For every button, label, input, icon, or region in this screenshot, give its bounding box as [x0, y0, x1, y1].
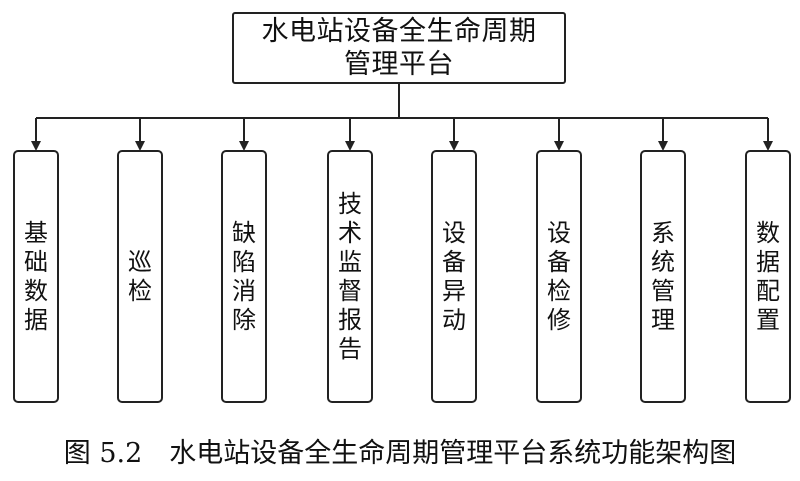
- module-equipment-change: 设备异动: [431, 150, 477, 403]
- module-label-equipment-change: 设备异动: [442, 218, 466, 334]
- module-label-basic-data: 基础数据: [24, 218, 48, 334]
- module-technical-supervision-report: 技术监督报告: [327, 150, 373, 403]
- module-label-technical-supervision-report: 技术监督报告: [338, 189, 362, 363]
- figure-caption: 图 5.2 水电站设备全生命周期管理平台系统功能架构图: [63, 438, 737, 469]
- module-defect-elimination: 缺陷消除: [221, 150, 267, 403]
- root-node: 水电站设备全生命周期管理平台: [232, 12, 566, 84]
- module-label-inspection: 巡检: [128, 247, 152, 305]
- module-label-data-configuration: 数据配置: [756, 218, 780, 334]
- connector-lines: [31, 84, 773, 151]
- module-system-management: 系统管理: [640, 150, 686, 403]
- module-label-system-management: 系统管理: [651, 218, 675, 334]
- root-label: 水电站设备全生命周期管理平台: [261, 16, 537, 80]
- module-data-configuration: 数据配置: [745, 150, 791, 403]
- module-label-defect-elimination: 缺陷消除: [232, 218, 256, 334]
- module-inspection: 巡检: [117, 150, 163, 403]
- module-label-equipment-maintenance: 设备检修: [547, 218, 571, 334]
- module-basic-data: 基础数据: [13, 150, 59, 403]
- module-equipment-maintenance: 设备检修: [536, 150, 582, 403]
